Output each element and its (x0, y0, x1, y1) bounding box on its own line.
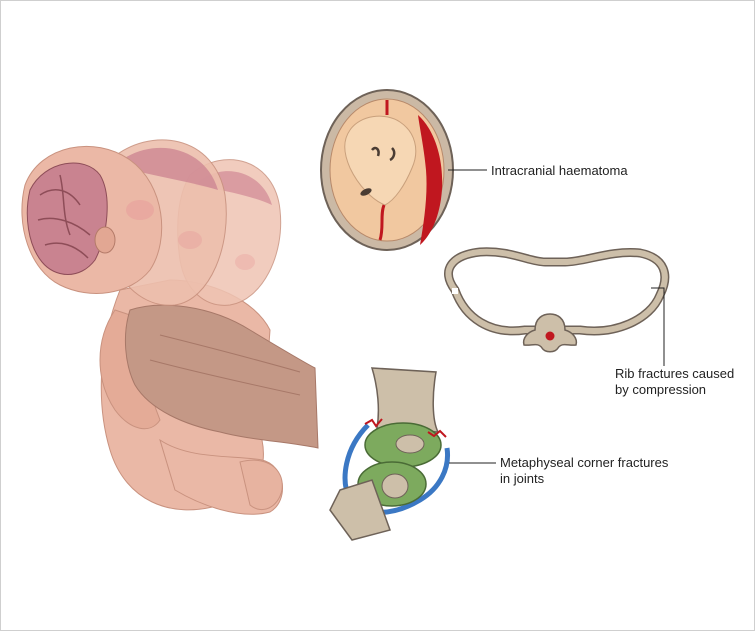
metaphyseal-fracture-label: Metaphyseal corner fractures in joints (500, 455, 740, 487)
rib-fracture-label-line1: Rib fractures caused (615, 366, 745, 382)
rib-fracture-label: Rib fractures caused by compression (615, 366, 745, 398)
haematoma-label: Intracranial haematoma (491, 163, 628, 179)
knee-joint (330, 368, 496, 540)
spinal-cord (546, 332, 555, 341)
infant-brain (27, 163, 107, 275)
metaphyseal-label-line2: in joints (500, 471, 740, 487)
infant-ear (95, 227, 115, 253)
brain-section (321, 90, 487, 250)
shaken-infant (22, 140, 318, 514)
rib-fracture-label-line2: by compression (615, 382, 745, 398)
metaphyseal-label-line1: Metaphyseal corner fractures (500, 455, 740, 471)
rib-cage (448, 252, 664, 366)
